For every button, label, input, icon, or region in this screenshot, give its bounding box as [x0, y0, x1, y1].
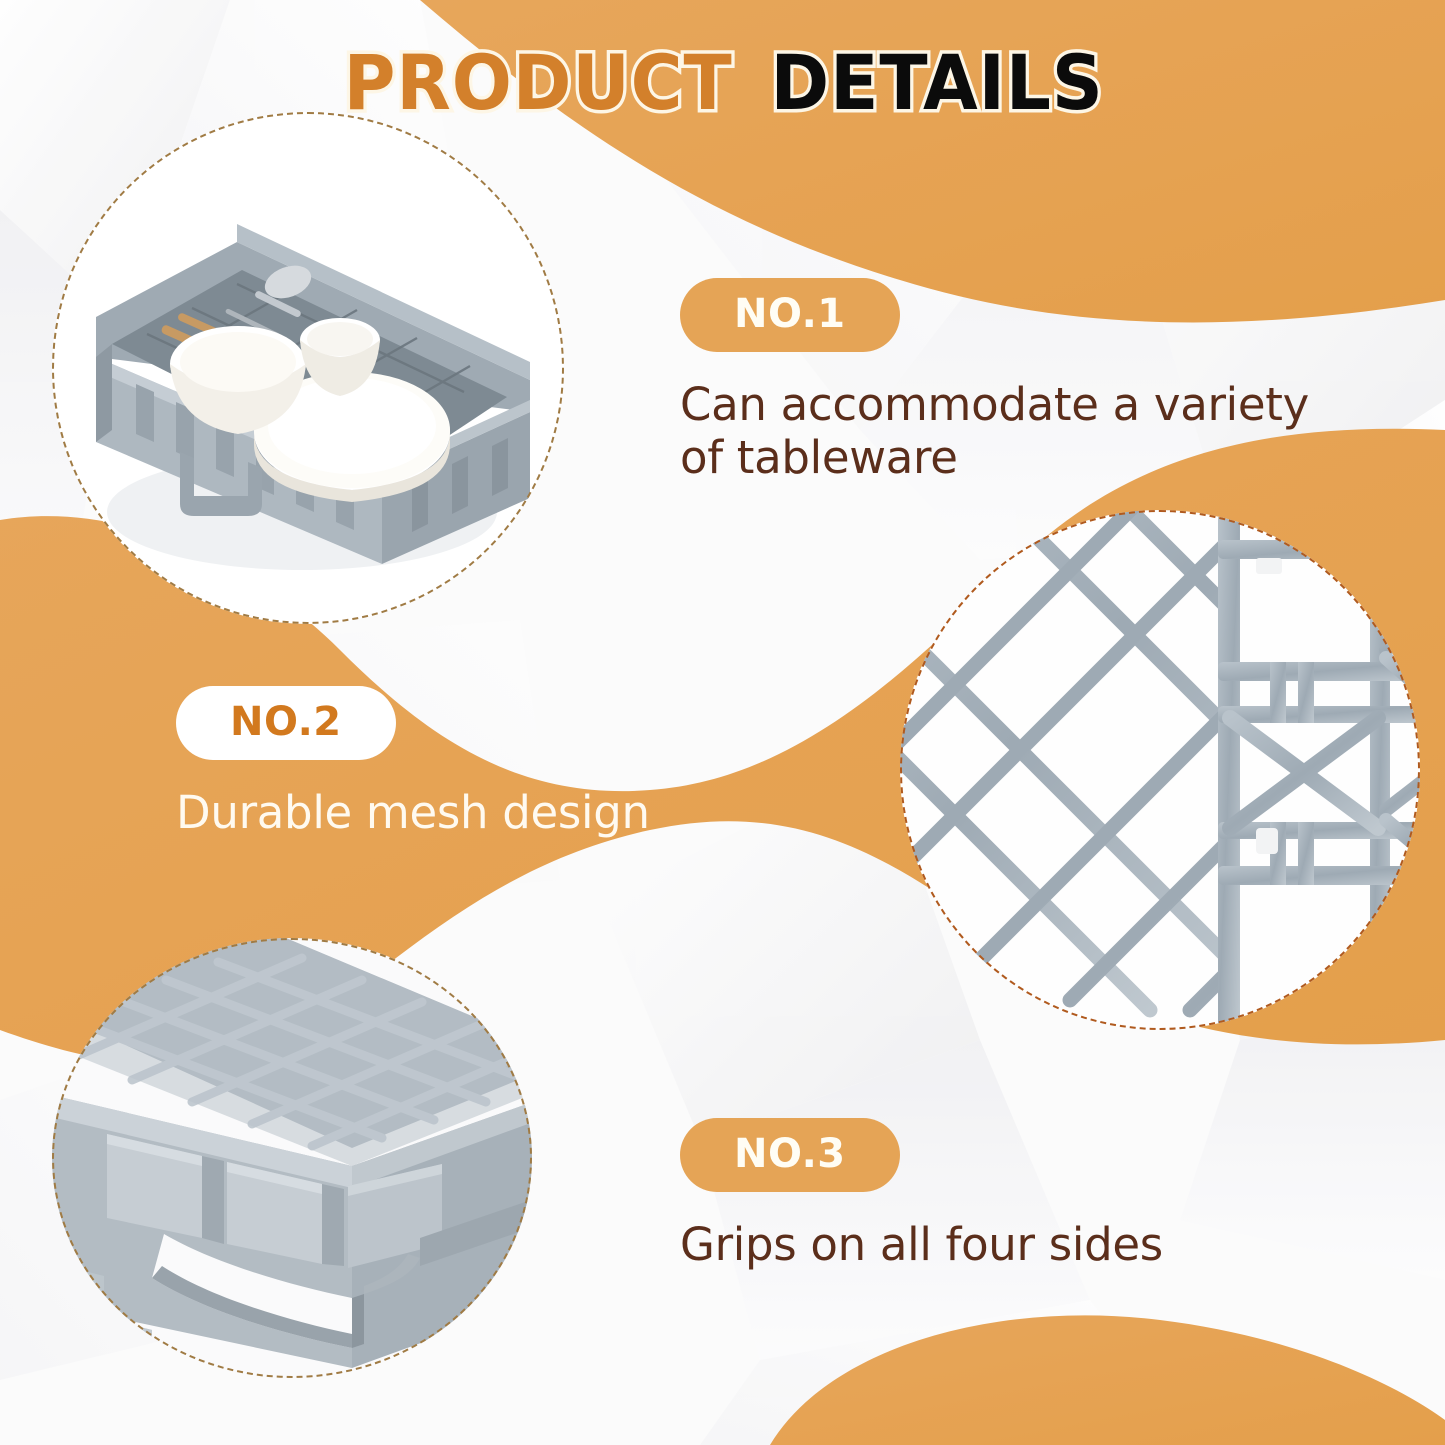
feature-1-badge: NO.1	[680, 278, 900, 352]
bottom-orange-wave	[770, 1315, 1445, 1445]
feature-block-1: NO.1 Can accommodate a variety of tablew…	[680, 278, 1320, 484]
feature-block-2: NO.2 Durable mesh design	[176, 686, 796, 839]
feature-1-description: Can accommodate a variety of tableware	[680, 378, 1320, 484]
feature-3-description: Grips on all four sides	[680, 1218, 1320, 1271]
grip-closeup-illustration	[52, 938, 532, 1368]
feature-1-description-line-2: of tableware	[680, 431, 958, 485]
feature-2-badge: NO.2	[176, 686, 396, 760]
grip-cutout	[152, 1234, 352, 1348]
header-orange-wave	[420, 0, 1445, 323]
feature-2-description-line-1: Durable mesh design	[176, 786, 650, 839]
feature-image-1	[52, 112, 564, 624]
dish-rack-illustration	[96, 224, 530, 564]
feature-image-2	[900, 510, 1420, 1030]
feature-3-description-line-1: Grips on all four sides	[680, 1218, 1163, 1271]
feature-block-3: NO.3 Grips on all four sides	[680, 1118, 1320, 1271]
feature-1-description-line-1: Can accommodate a variety	[680, 378, 1309, 431]
feature-3-badge: NO.3	[680, 1118, 900, 1192]
feature-2-description: Durable mesh design	[176, 786, 796, 839]
feature-image-3	[52, 938, 532, 1378]
dishes	[170, 318, 450, 502]
